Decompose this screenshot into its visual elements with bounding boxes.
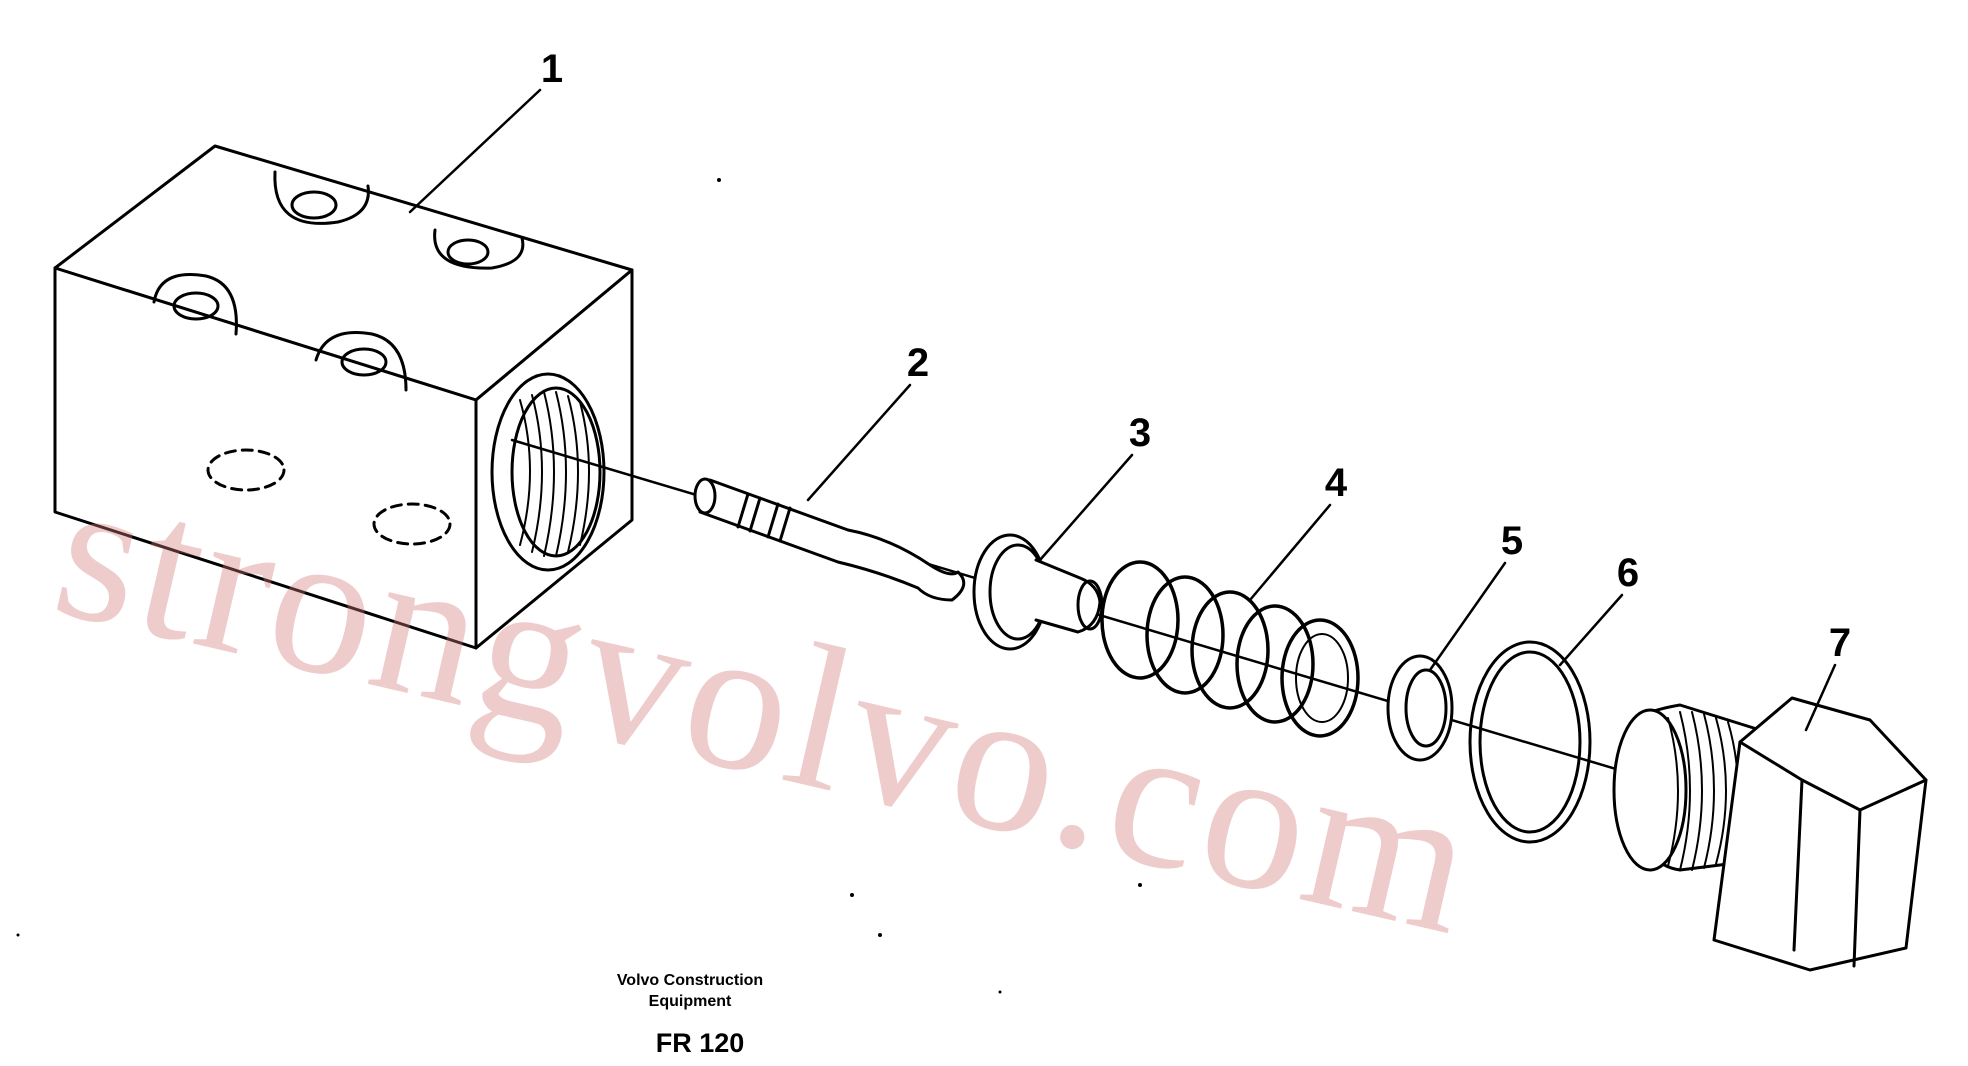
diagram-code: FR 120 (655, 1028, 745, 1058)
plug-part (1612, 696, 1928, 972)
washer-part (1386, 654, 1454, 762)
callout-3: 3 (1129, 411, 1151, 455)
callout-7: 7 (1829, 621, 1851, 665)
valve-cone-part (972, 533, 1104, 651)
callout-4: 4 (1325, 461, 1348, 505)
brand-caption: Volvo Construction Equipment (560, 970, 820, 1012)
valve-body-part (53, 144, 634, 650)
callout-5: 5 (1501, 519, 1523, 563)
spring-part (1100, 560, 1360, 738)
callout-1: 1 (541, 47, 563, 91)
callout-6: 6 (1617, 551, 1639, 595)
leader-lines (408, 88, 1837, 732)
brand-line-1: Volvo Construction (616, 972, 764, 989)
callout-2: 2 (907, 341, 929, 385)
scan-dots (16, 178, 1142, 994)
o-ring-part (1468, 640, 1592, 844)
poppet-pin-part (693, 477, 966, 602)
brand-line-2: Equipment (648, 993, 732, 1010)
